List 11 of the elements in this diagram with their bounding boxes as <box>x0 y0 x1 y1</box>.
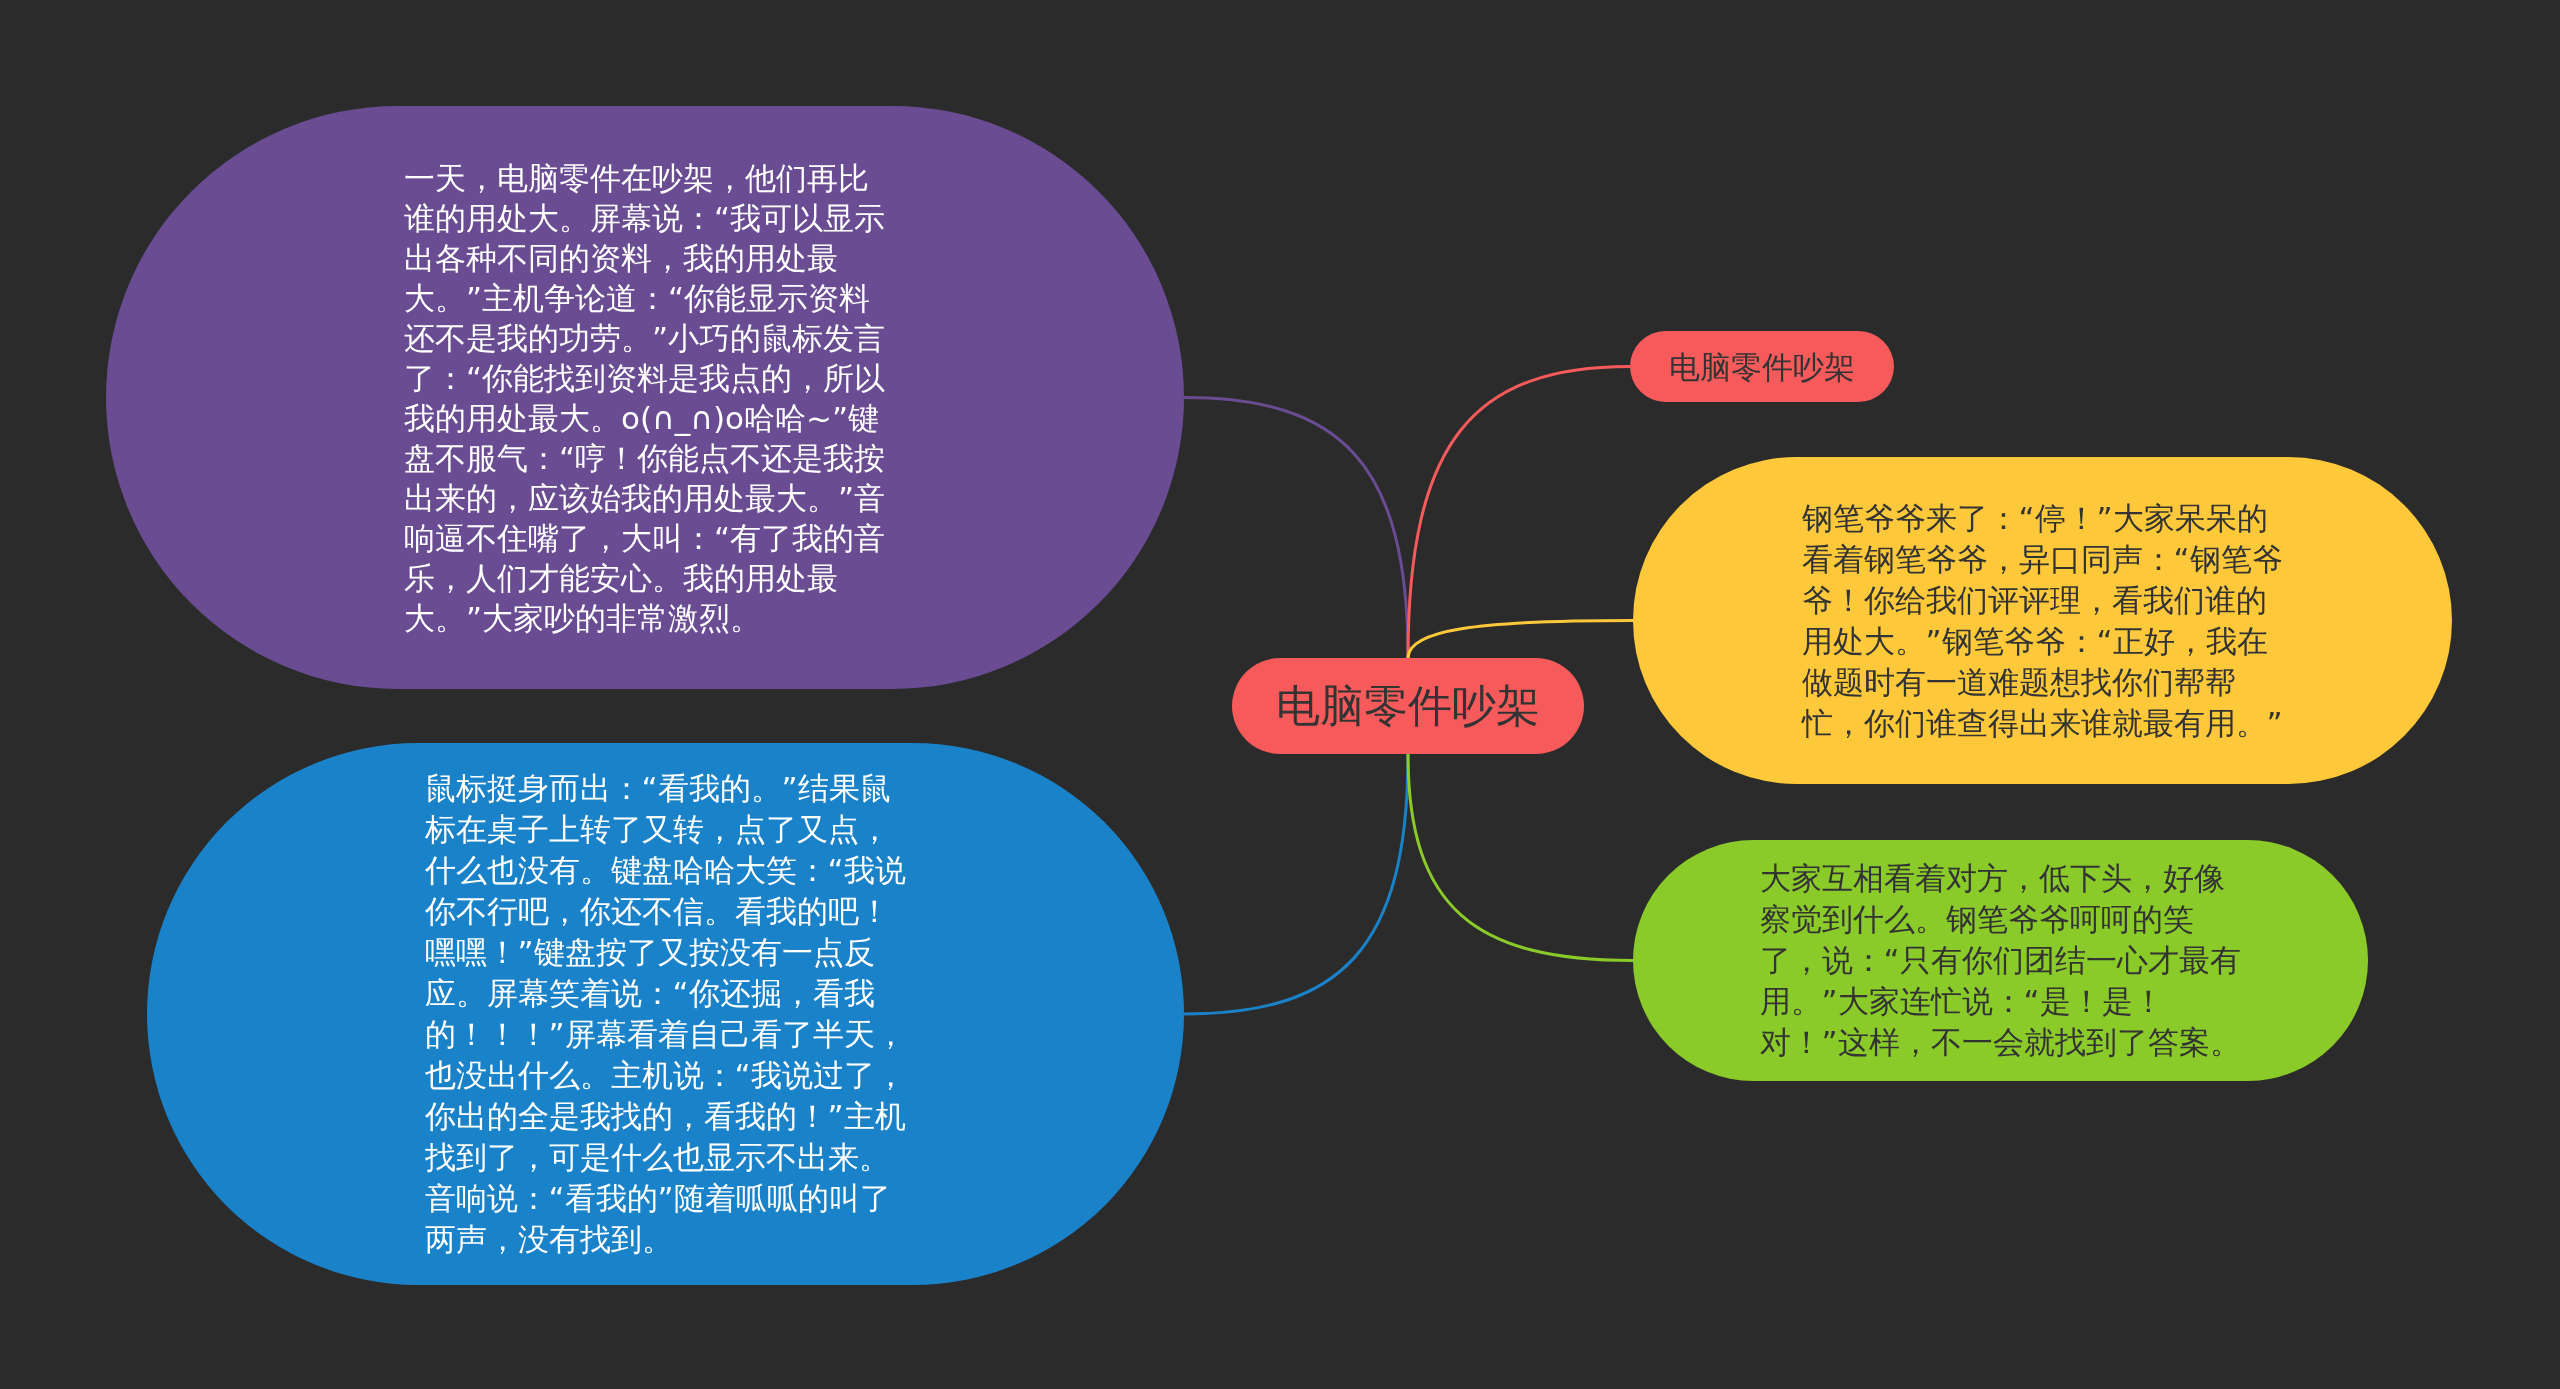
connector-line <box>1183 396 1410 659</box>
topic-text: 一天，电脑零件在吵架，他们再比谁的用处大。屏幕说：“我可以显示出各种不同的资料，我的用处最大。”主机争论道：“你能显示资料还不是我的功劳。”小巧的鼠标发言了：“你能找到资料是我点的，所以我的用处最大。o(∩_∩)o哈哈~”键盘不服气：“哼！你能点不还是我按出来的，应该始我的用处最大。”音响逼不住嘴了，大叫：“有了我的音乐，人们才能安心。我的用处最大。”大家吵的非常激烈。 <box>404 158 886 638</box>
connector-line <box>1406 753 1634 962</box>
topic-text: 大家互相看着对方，低下头，好像察觉到什么。钢笔爷爷呵呵的笑了，说：“只有你们团结一心才最有用。”大家连忙说：“是！是！对！”这样，不一会就找到了答案。 <box>1759 859 2242 1062</box>
connector-line <box>1183 753 1410 1016</box>
connector-line <box>1406 619 1633 659</box>
topic-text: 钢笔爷爷来了：“停！”大家呆呆的看着钢笔爷爷，异口同声：“钢笔爷爷！你给我们评评理，看我们谁的用处大。”钢笔爷爷：“正好，我在做题时有一道难题想找你们帮帮忙，你们谁查得出来谁就最有用。” <box>1801 498 2284 743</box>
topic-text: 鼠标挺身而出：“看我的。”结果鼠标在桌子上转了又转，点了又点，什么也没有。键盘哈哈大笑：“我说你不行吧，你还不信。看我的吧！嘿嘿！”键盘按了又按没有一点反应。屏幕笑着说：“你还掘，看我的！！！”屏幕看着自己看了半天，也没出什么。主机说：“我说过了，你出的全是我找的，看我的！”主机找到了，可是什么也显示不出来。音响说：“看我的”随着呱呱的叫了两声，没有找到。 <box>424 769 907 1259</box>
connector-line <box>1406 365 1631 659</box>
topic-text: 电脑零件吵架 <box>1275 679 1541 733</box>
topic-text: 电脑零件吵架 <box>1668 347 1856 387</box>
